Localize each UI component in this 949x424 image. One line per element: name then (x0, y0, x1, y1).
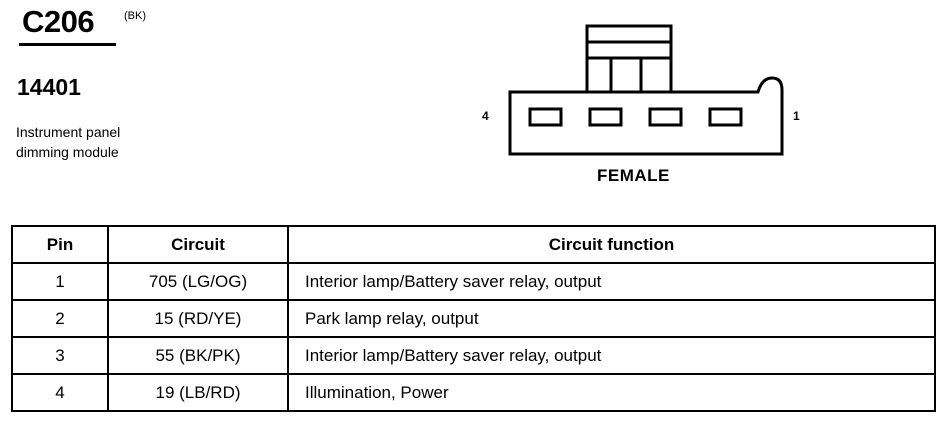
part-number: 14401 (17, 74, 81, 100)
pin-label-right: 1 (793, 109, 800, 123)
table-row: 3 55 (BK/PK) Interior lamp/Battery saver… (11, 336, 936, 375)
connector-housing (508, 76, 784, 156)
cell-function: Illumination, Power (287, 373, 936, 412)
cell-pin: 1 (11, 262, 109, 301)
header-circuit-function: Circuit function (287, 225, 936, 264)
part-description: Instrument panel dimming module (16, 122, 176, 162)
pin-cavity-1 (708, 107, 743, 127)
cell-circuit: 15 (RD/YE) (107, 299, 289, 338)
connector-wire-color: (BK) (124, 10, 146, 22)
part-description-line-2: dimming module (16, 144, 119, 160)
cell-circuit: 55 (BK/PK) (107, 336, 289, 375)
pin-label-left: 4 (482, 109, 489, 123)
pinout-table: Pin Circuit Circuit function 1 705 (LG/O… (11, 225, 936, 412)
cell-pin: 4 (11, 373, 109, 412)
table-header-row: Pin Circuit Circuit function (11, 225, 936, 264)
cell-function: Interior lamp/Battery saver relay, outpu… (287, 336, 936, 375)
header-pin: Pin (11, 225, 109, 264)
cell-circuit: 705 (LG/OG) (107, 262, 289, 301)
cell-pin: 2 (11, 299, 109, 338)
header-circuit: Circuit (107, 225, 289, 264)
table-row: 1 705 (LG/OG) Interior lamp/Battery save… (11, 262, 936, 301)
cell-pin: 3 (11, 336, 109, 375)
table-row: 2 15 (RD/YE) Park lamp relay, output (11, 299, 936, 338)
table-row: 4 19 (LB/RD) Illumination, Power (11, 373, 936, 412)
connector-gender-label: FEMALE (597, 166, 670, 185)
part-description-line-1: Instrument panel (16, 124, 121, 140)
cell-function: Park lamp relay, output (287, 299, 936, 338)
cell-function: Interior lamp/Battery saver relay, outpu… (287, 262, 936, 301)
pin-cavity-4 (528, 107, 563, 127)
pin-cavity-3 (588, 107, 623, 127)
connector-id-underline (19, 43, 116, 46)
connector-face-diagram: 4 1 (482, 24, 800, 156)
cell-circuit: 19 (LB/RD) (107, 373, 289, 412)
connector-id: C206 (22, 4, 95, 39)
pin-cavity-2 (648, 107, 683, 127)
